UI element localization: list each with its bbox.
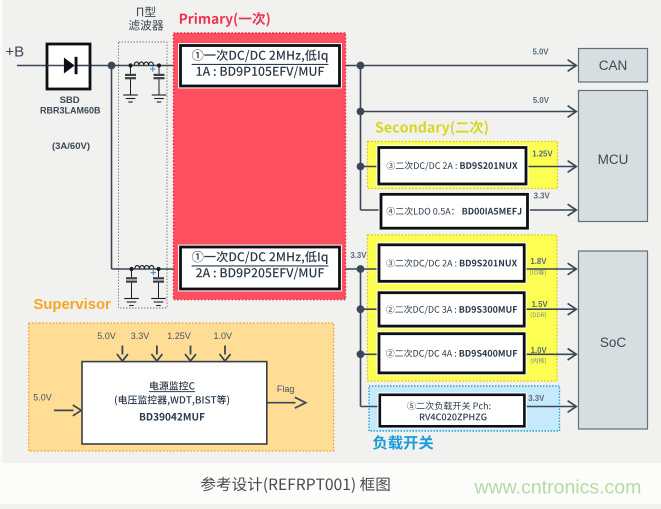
svg-text:1.0V: 1.0V (531, 346, 548, 355)
svg-text:5.0V: 5.0V (532, 48, 549, 57)
svg-text:(3A/60V): (3A/60V) (52, 141, 90, 152)
svg-text:1.8V: 1.8V (530, 257, 547, 266)
svg-text:5.0V: 5.0V (97, 331, 116, 341)
svg-text:1.0V: 1.0V (213, 331, 232, 341)
svg-text:MCU: MCU (598, 152, 629, 167)
svg-text:5.0V: 5.0V (33, 393, 52, 403)
svg-text:3.3V: 3.3V (528, 394, 545, 403)
svg-text:Flag: Flag (277, 384, 295, 394)
svg-text:1.25V: 1.25V (167, 331, 191, 341)
svg-text:5.0V: 5.0V (533, 96, 550, 105)
svg-text:1.25V: 1.25V (532, 149, 553, 158)
svg-text:Supervisor: Supervisor (34, 297, 112, 313)
svg-text:SBD: SBD (60, 95, 80, 106)
svg-text:www.cntronics.com: www.cntronics.com (474, 477, 642, 499)
svg-text:+B: +B (5, 43, 24, 60)
svg-text:RBR3LAM60B: RBR3LAM60B (40, 106, 101, 116)
svg-text:SoC: SoC (600, 335, 627, 350)
svg-text:3.3V: 3.3V (534, 191, 551, 200)
svg-text:3.3V: 3.3V (350, 251, 367, 260)
svg-text:1.5V: 1.5V (532, 300, 549, 309)
svg-text:3.3V: 3.3V (131, 331, 150, 341)
svg-text:CAN: CAN (599, 58, 628, 73)
